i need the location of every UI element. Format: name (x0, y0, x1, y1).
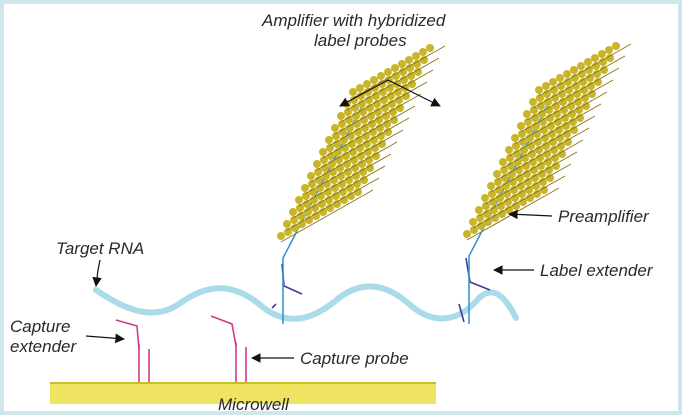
annotation-arrows (85, 79, 553, 363)
microwell-surface (50, 382, 436, 404)
microwell-label: Microwell (218, 395, 290, 414)
amplifier-label-line2: label probes (314, 31, 407, 50)
amplifier-label-line1: Amplifier with hybridized (261, 11, 446, 30)
label-extender-label: Label extender (540, 261, 654, 280)
capture-probes (138, 342, 247, 382)
amplifier-right (463, 42, 631, 324)
amplifier-left (277, 44, 445, 324)
branched-dna-diagram: Microwell Amplifier with hybridi (10, 11, 654, 414)
capture-extender-label-line2: extender (10, 337, 77, 356)
capture-probe-label: Capture probe (300, 349, 409, 368)
capture-extenders (115, 315, 237, 350)
target-rna-strand (93, 283, 519, 322)
capture-extender-label-line1: Capture (10, 317, 70, 336)
target-rna-label: Target RNA (56, 239, 144, 258)
preamplifier-label: Preamplifier (558, 207, 650, 226)
